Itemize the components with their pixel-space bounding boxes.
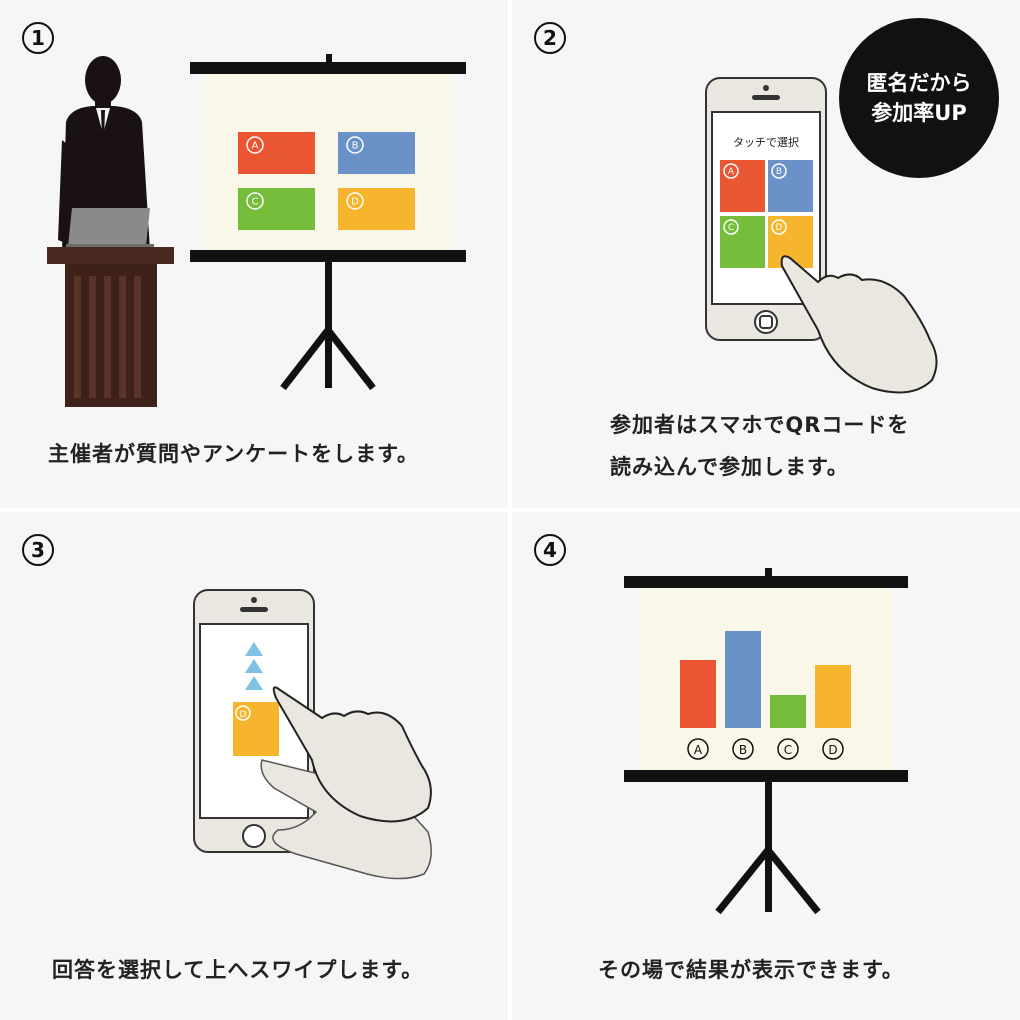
option-letter: B <box>352 141 359 152</box>
presenter-illustration: A B C D <box>0 0 508 508</box>
option-letter: A <box>252 141 259 152</box>
bar-c <box>770 695 806 728</box>
option-a-tile[interactable]: A <box>720 160 765 212</box>
option-c-tile[interactable]: C <box>720 216 765 268</box>
option-b-tile[interactable]: B <box>768 160 813 212</box>
caption-line-2: 読み込んで参加します。 <box>610 446 1010 488</box>
bar-b <box>725 631 761 728</box>
projection-screen <box>190 54 466 388</box>
bar-d <box>815 665 851 728</box>
step-caption: その場で結果が表示できます。 <box>598 954 1018 984</box>
badge-line-2: 参加率UP <box>871 98 966 128</box>
bar-a <box>680 660 716 728</box>
anonymous-badge: 匿名だから 参加率UP <box>839 18 999 178</box>
tick-label-c: C <box>784 743 792 757</box>
results-illustration: A B C D <box>512 512 1020 1020</box>
option-letter: C <box>728 223 734 233</box>
step-caption: 参加者はスマホでQRコードを 読み込んで参加します。 <box>610 404 1010 488</box>
projection-screen <box>624 568 908 912</box>
option-a-tile: A <box>238 132 315 174</box>
caption-line-1: 参加者はスマホでQRコードを <box>610 404 1010 446</box>
badge-line-1: 匿名だから <box>867 68 972 98</box>
option-b-tile: B <box>338 132 415 174</box>
selected-option-card[interactable]: D <box>233 702 279 756</box>
option-letter: D <box>351 197 359 208</box>
tick-label-d: D <box>828 743 837 757</box>
step-caption: 回答を選択して上へスワイプします。 <box>52 954 492 984</box>
tick-label-a: A <box>694 743 703 757</box>
option-letter: D <box>240 710 247 720</box>
swipe-illustration: D <box>0 512 508 1020</box>
option-letter: A <box>728 167 735 177</box>
tick-label-b: B <box>739 743 747 757</box>
option-letter: D <box>776 223 783 233</box>
phone-prompt: タッチで選択 <box>733 135 799 149</box>
step-caption: 主催者が質問やアンケートをします。 <box>48 438 488 468</box>
option-letter: C <box>252 197 259 208</box>
option-d-tile: D <box>338 188 415 230</box>
step-3-panel: 3 D 回答を選択して上へスワイプします。 <box>0 512 508 1020</box>
option-letter: B <box>776 167 782 177</box>
option-c-tile: C <box>238 188 315 230</box>
step-1-panel: 1 <box>0 0 508 508</box>
podium-top <box>47 247 174 264</box>
